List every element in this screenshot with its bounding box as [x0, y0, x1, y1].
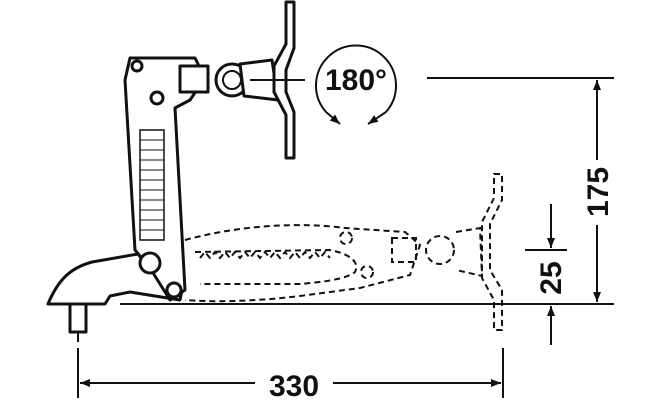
height-label: 175	[582, 167, 615, 217]
rotation-label: 180°	[325, 64, 387, 97]
desk-clamp-base	[46, 252, 184, 342]
rotation-indicator: 180°	[315, 44, 397, 125]
width-label: 330	[269, 370, 319, 400]
offset-label: 25	[535, 261, 568, 294]
offset-dimension: 25	[525, 204, 568, 345]
width-dimension: 330	[77, 348, 504, 400]
height-dimension: 175	[582, 80, 615, 302]
arm-raised	[123, 0, 305, 302]
arm-lowered	[184, 173, 503, 331]
